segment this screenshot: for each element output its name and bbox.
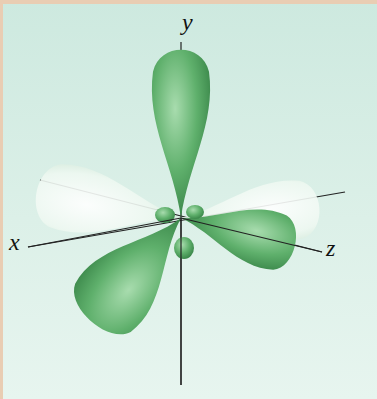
axis-label: x [9,230,20,254]
green-lobe [152,50,210,218]
torus-lobe [174,237,194,259]
axis-label: y [182,10,193,34]
torus-lobe [186,205,204,219]
axis-label: z [326,236,335,260]
green-lobe [62,193,210,346]
